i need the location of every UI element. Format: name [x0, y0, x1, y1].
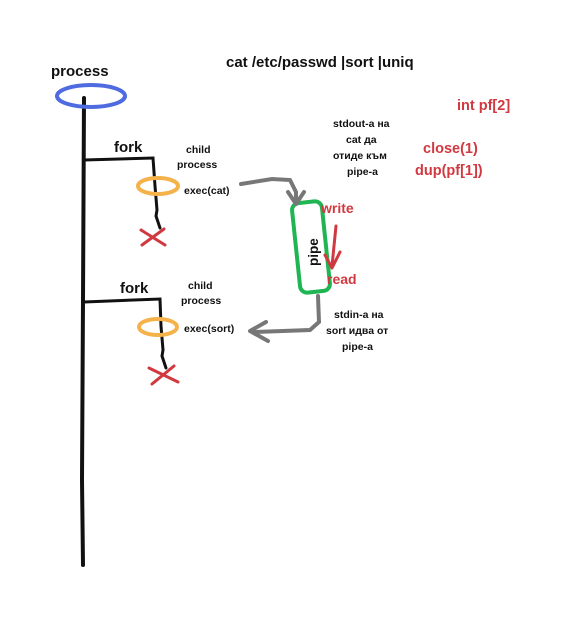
stdout-note-line-2: cat да — [346, 134, 377, 146]
stdout-arrow — [239, 176, 306, 206]
fork1-child-label-2: process — [177, 159, 217, 171]
fork1-child-label: child — [186, 144, 211, 156]
fork1-child-node — [136, 176, 180, 196]
stdin-note-line-2: sort идва от — [326, 325, 388, 337]
process-node-blue — [55, 83, 127, 109]
pipe-box — [290, 199, 332, 295]
code-dup: dup(pf[1]) — [415, 163, 483, 179]
fork1-branch — [82, 156, 162, 230]
fork2-child-label: child — [188, 280, 213, 292]
fork2-branch — [82, 297, 168, 370]
fork2-child-node — [137, 317, 179, 337]
write-arrow-icon — [323, 224, 342, 270]
fork2-child-label-2: process — [181, 295, 221, 307]
diagram-title: cat /etc/passwd |sort |uniq — [226, 54, 414, 71]
fork2-label: fork — [120, 280, 149, 297]
pipe-write-label: write — [320, 200, 354, 216]
stdin-note-line-1: stdin-a на — [334, 309, 384, 321]
terminate-x-icon — [147, 364, 180, 386]
code-decl: int pf[2] — [457, 98, 510, 114]
terminate-x-icon — [139, 227, 167, 247]
process-timeline — [79, 96, 86, 567]
pipe-label: pipe — [306, 238, 321, 266]
stdout-note-line-3: отиде към — [333, 150, 387, 162]
stdin-note-line-3: pipe-a — [342, 341, 373, 353]
code-close: close(1) — [423, 141, 478, 157]
fork1-label: fork — [114, 139, 143, 156]
process-label: process — [51, 63, 109, 80]
stdout-note-line-4: pipe-a — [347, 166, 378, 178]
pipe-read-label: read — [327, 271, 357, 287]
stdout-note-line-1: stdout-a на — [333, 118, 390, 130]
stdin-arrow — [248, 294, 322, 343]
fork2-exec-label: exec(sort) — [184, 323, 234, 335]
fork1-exec-label: exec(cat) — [184, 185, 230, 197]
